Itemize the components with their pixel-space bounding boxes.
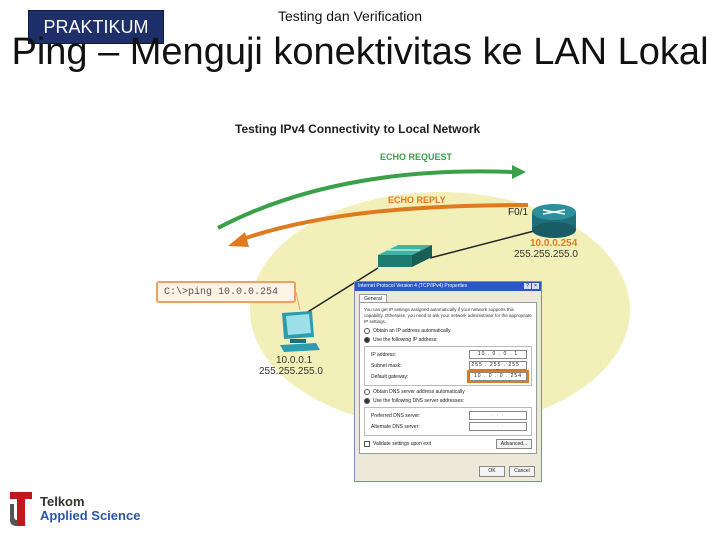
use-ip-radio[interactable]: Use the following IP address:: [364, 337, 532, 343]
dialog-body: You can get IP settings assigned automat…: [359, 302, 537, 454]
checkbox-icon: [364, 441, 370, 447]
advanced-button[interactable]: Advanced...: [496, 439, 532, 449]
subnet-mask-label: Subnet mask:: [371, 363, 402, 369]
default-gateway-field[interactable]: 10 . 0 . 0 . 254: [469, 372, 527, 381]
dialog-description: You can get IP settings assigned automat…: [364, 307, 532, 325]
radio-on-icon: [364, 337, 370, 343]
help-icon[interactable]: ?: [524, 283, 531, 289]
logo-line2: Applied Science: [40, 509, 140, 523]
logo-line1: Telkom: [40, 495, 140, 509]
obtain-dns-radio[interactable]: Obtain DNS server address automatically: [364, 389, 532, 395]
radio-on-icon: [364, 398, 370, 404]
use-dns-label: Use the following DNS server addresses:: [373, 398, 464, 404]
use-dns-radio[interactable]: Use the following DNS server addresses:: [364, 398, 532, 404]
preferred-dns-field[interactable]: . . .: [469, 411, 527, 420]
echo-request-label: ECHO REQUEST: [380, 152, 452, 162]
echo-request-arrowhead: [512, 165, 526, 179]
ping-command-box: C:\>ping 10.0.0.254: [156, 281, 296, 303]
router-icon: [532, 204, 576, 238]
pc-mask-label: 255.255.255.0: [259, 366, 323, 377]
alternate-dns-field[interactable]: . . .: [469, 422, 527, 431]
cancel-button[interactable]: Cancel: [509, 466, 535, 477]
radio-off-icon: [364, 328, 370, 334]
ip-address-label: IP address:: [371, 352, 396, 358]
ipv4-properties-dialog: Internet Protocol Version 4 (TCP/IPv4) P…: [354, 281, 542, 482]
telkom-logo-icon: [8, 490, 34, 528]
pc-ip-label: 10.0.0.1: [276, 355, 312, 366]
router-ip-label: 10.0.0.254: [530, 238, 577, 249]
dns-settings-group: Preferred DNS server: . . . Alternate DNS…: [364, 407, 532, 436]
dialog-titlebar: Internet Protocol Version 4 (TCP/IPv4) P…: [355, 282, 541, 291]
radio-off-icon: [364, 389, 370, 395]
alternate-dns-label: Alternate DNS server:: [371, 424, 420, 430]
ip-address-field[interactable]: 10 . 0 . 0 . 1: [469, 350, 527, 359]
echo-reply-label: ECHO REPLY: [388, 195, 446, 205]
ip-settings-group: IP address: 10 . 0 . 0 . 1 Subnet mask: 25…: [364, 346, 532, 386]
obtain-ip-radio[interactable]: Obtain an IP address automatically: [364, 328, 532, 334]
obtain-ip-label: Obtain an IP address automatically: [373, 328, 450, 334]
validate-checkbox[interactable]: Validate settings upon exit: [364, 441, 431, 447]
obtain-dns-label: Obtain DNS server address automatically: [373, 389, 465, 395]
validate-label: Validate settings upon exit: [373, 441, 431, 447]
ok-button[interactable]: OK: [479, 466, 505, 477]
diagram-title: Testing IPv4 Connectivity to Local Netwo…: [235, 122, 480, 136]
echo-reply-arrowhead: [228, 232, 249, 247]
close-icon[interactable]: ×: [532, 283, 539, 289]
dialog-title: Internet Protocol Version 4 (TCP/IPv4) P…: [358, 283, 467, 289]
use-ip-label: Use the following IP address:: [373, 337, 438, 343]
subnet-mask-field[interactable]: 255 . 255 . 255 . 0: [469, 361, 527, 370]
router-port-label: F0/1: [508, 207, 528, 218]
preferred-dns-label: Preferred DNS server:: [371, 413, 420, 419]
router-mask-label: 255.255.255.0: [514, 249, 578, 260]
telkom-logo: Telkom Applied Science: [8, 490, 140, 528]
default-gateway-label: Default gateway:: [371, 374, 408, 380]
